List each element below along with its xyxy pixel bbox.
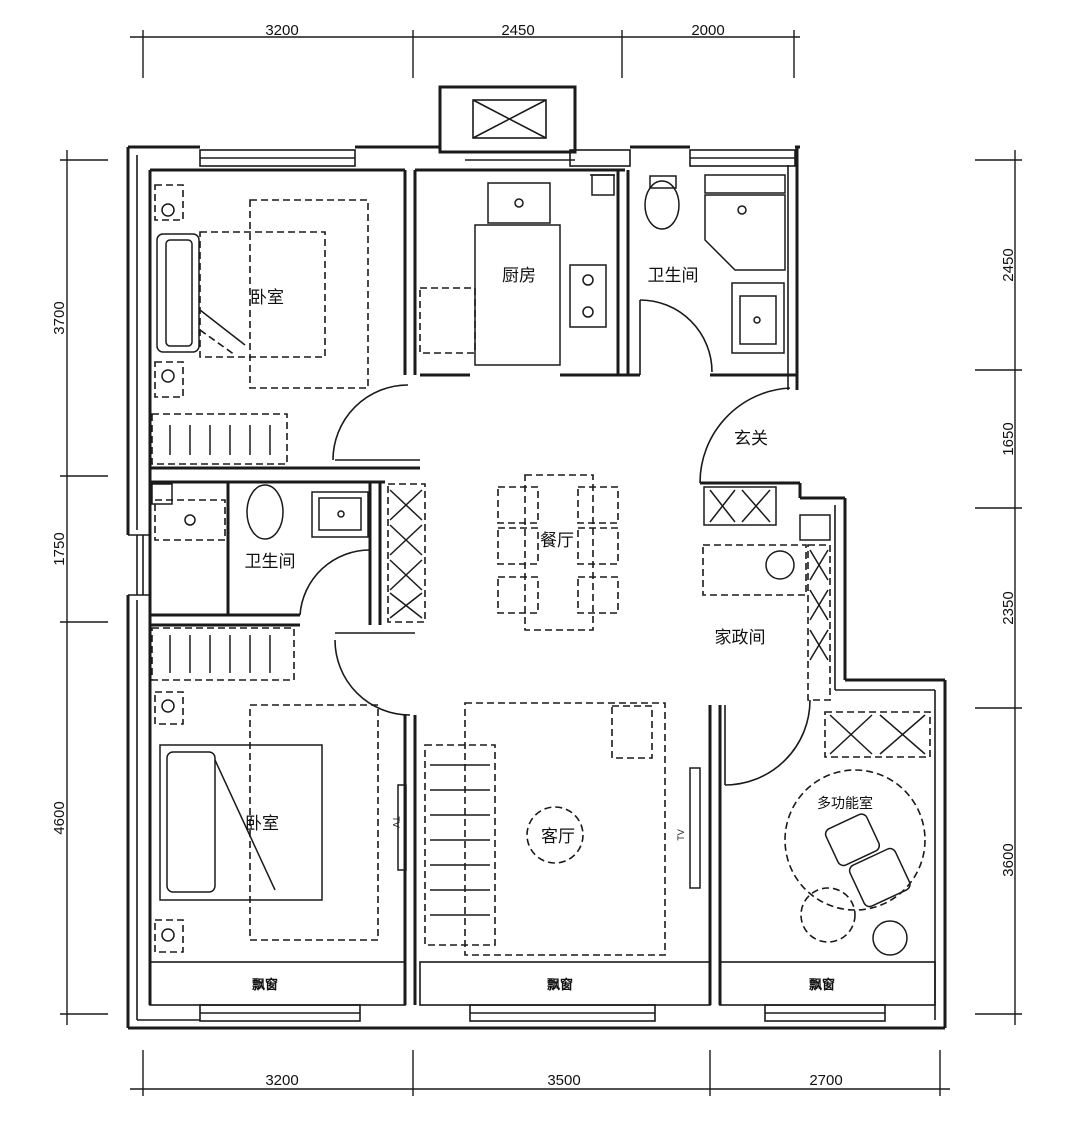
dim-bottom-2: 3500 bbox=[547, 1072, 580, 1089]
outer-walls bbox=[126, 85, 947, 1030]
label-tv-living: TV bbox=[676, 829, 686, 841]
dimension-bottom: 3200 3500 2700 bbox=[130, 1050, 950, 1096]
round-rug bbox=[784, 769, 926, 911]
dim-left-2: 1750 bbox=[51, 532, 68, 565]
label-dining: 餐厅 bbox=[540, 531, 574, 551]
dim-left-1: 3700 bbox=[51, 301, 68, 334]
bed-bottom bbox=[159, 744, 323, 901]
living-rug bbox=[464, 702, 666, 956]
label-bay-window-2: 飘窗 bbox=[547, 977, 573, 993]
dimension-right: 2450 1650 2350 3600 bbox=[975, 150, 1022, 1025]
room-labels: 卧室 厨房 卫生间 玄关 餐厅 卫生间 家政间 卧室 客厅 多功能室 飘窗 飘窗… bbox=[245, 266, 874, 993]
living-table bbox=[526, 806, 584, 864]
interior-walls bbox=[148, 168, 936, 1006]
dim-right-1: 2450 bbox=[1000, 248, 1017, 281]
label-multifunction: 多功能室 bbox=[817, 795, 873, 812]
doors bbox=[299, 299, 811, 786]
dim-top-2: 2450 bbox=[501, 22, 534, 39]
toilet-mid bbox=[246, 484, 284, 540]
label-housekeeping: 家政间 bbox=[715, 628, 766, 648]
dim-top-1: 3200 bbox=[265, 22, 298, 39]
dim-top-3: 2000 bbox=[691, 22, 724, 39]
dim-right-4: 3600 bbox=[1000, 843, 1017, 876]
label-living: 客厅 bbox=[541, 827, 575, 847]
dim-bottom-1: 3200 bbox=[265, 1072, 298, 1089]
bed-top bbox=[249, 199, 369, 389]
label-kitchen: 厨房 bbox=[502, 266, 536, 286]
label-bathroom-mid: 卫生间 bbox=[245, 552, 296, 572]
toilet-top bbox=[644, 180, 680, 230]
label-tv-bedroom: TV bbox=[391, 816, 401, 828]
label-bay-window-1: 飘窗 bbox=[252, 977, 278, 993]
wardrobe-top bbox=[151, 413, 288, 465]
dimension-top: 3200 2450 2000 bbox=[130, 22, 800, 78]
label-bay-window-3: 飘窗 bbox=[809, 977, 835, 993]
dining-table bbox=[524, 474, 594, 631]
label-bedroom-top: 卧室 bbox=[250, 288, 284, 308]
furniture bbox=[151, 174, 931, 956]
dim-right-2: 1650 bbox=[1000, 422, 1017, 455]
label-entrance: 玄关 bbox=[734, 429, 768, 449]
label-bedroom-bottom: 卧室 bbox=[245, 814, 279, 834]
dim-right-3: 2350 bbox=[1000, 591, 1017, 624]
dim-left-3: 4600 bbox=[51, 801, 68, 834]
dim-bottom-3: 2700 bbox=[809, 1072, 842, 1089]
kitchen-sink bbox=[487, 182, 551, 224]
dimension-left: 3700 1750 4600 bbox=[51, 150, 108, 1025]
wardrobe-bottom bbox=[151, 627, 295, 681]
label-bathroom-top: 卫生间 bbox=[648, 266, 699, 286]
